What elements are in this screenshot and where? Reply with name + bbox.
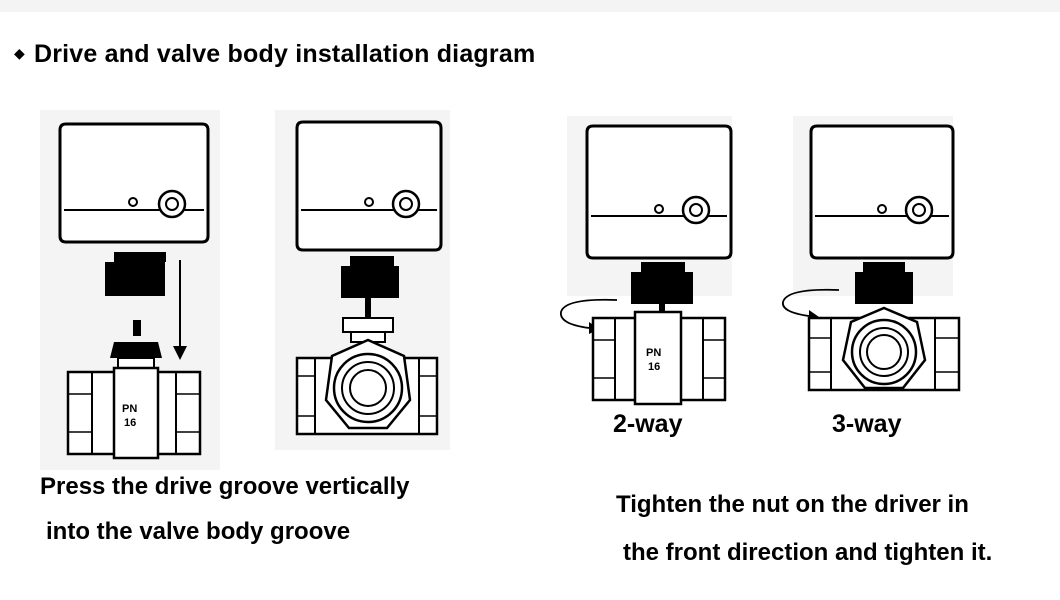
left-caption-line-1: Press the drive groove vertically: [40, 473, 410, 500]
right-caption-line-1: Tighten the nut on the driver in: [616, 491, 969, 518]
right-caption-line-2: the front direction and tighten it.: [623, 539, 993, 566]
actuator-icon: [295, 120, 443, 318]
figure-tighten-3way: [782, 116, 961, 392]
pn-label: PN: [122, 403, 137, 415]
down-arrow-icon: [173, 260, 187, 360]
pressure-label: 16: [124, 417, 136, 429]
ball-valve-2way-icon: PN 16: [591, 310, 727, 406]
figure-press-2way: PN 16: [40, 110, 220, 470]
diamond-bullet-icon: ◆: [14, 45, 25, 61]
left-caption-line-2: into the valve body groove: [46, 518, 351, 545]
top-band: [0, 0, 1060, 12]
pressure-label: 16: [648, 361, 660, 373]
figure-assembled-3way: [275, 110, 450, 450]
actuator-icon: [809, 124, 955, 304]
figure-tighten-2way: PN 16: [560, 116, 733, 406]
label-2way: 2-way: [613, 410, 683, 438]
actuator-icon: [585, 124, 733, 314]
actuator-icon: [58, 122, 210, 296]
page-title: ◆ Drive and valve body installation diag…: [14, 40, 535, 69]
ball-valve-2way-icon: PN 16: [66, 320, 202, 460]
page-title-text: Drive and valve body installation diagra…: [33, 40, 536, 68]
label-3way: 3-way: [832, 410, 902, 438]
ball-valve-3way-icon: [295, 317, 439, 436]
pn-label: PN: [646, 347, 661, 359]
ball-valve-3way-icon: [807, 306, 961, 392]
